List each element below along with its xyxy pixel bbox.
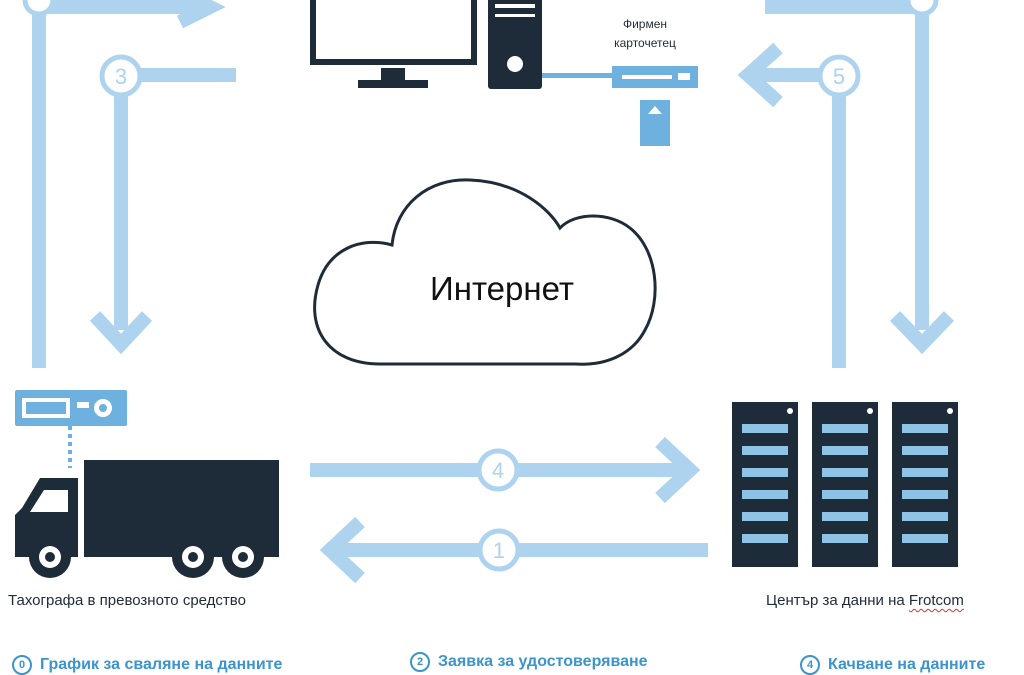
datacenter-servers-icon xyxy=(732,402,958,567)
datacenter-label-brand: Frotcom xyxy=(908,592,964,609)
legend-item-label: График за сваляне на данните xyxy=(40,656,283,673)
pc-tower-icon xyxy=(488,0,542,89)
legend-item-download-schedule: 0 График за сваляне на данните xyxy=(12,655,282,675)
legend-item-authentication-request: 2 Заявка за удостоверяване xyxy=(410,652,648,672)
arrow-1-to-truck: 1 xyxy=(319,516,708,584)
card-reader-label-line-1: Фирмен xyxy=(622,17,668,31)
step-number-3: 3 xyxy=(115,64,127,89)
server-rack-icon xyxy=(892,402,958,567)
card-reader-label: Фирмен карточетец xyxy=(585,15,705,53)
internet-label: Интернет xyxy=(430,270,574,307)
arrow-left-outer xyxy=(22,0,226,368)
arrow-4-to-datacenter: 4 xyxy=(310,436,701,504)
arrow-5-to-card-reader: 5 xyxy=(737,42,861,368)
arrow-right-outer xyxy=(765,0,955,355)
step-number-5: 5 xyxy=(833,64,845,89)
truck-label: Тахографа в превозното средство xyxy=(8,592,246,609)
legend-item-label: Заявка за удостоверяване xyxy=(438,653,648,670)
legend-item-label: Качване на данните xyxy=(828,656,986,673)
legend-number-badge: 0 xyxy=(12,655,32,675)
datacenter-label-prefix: Център за данни на xyxy=(766,592,909,609)
arrow-3-down-to-truck: 3 xyxy=(89,54,236,355)
legend-item-data-upload: 4 Качване на данните xyxy=(800,655,985,675)
tachograph-device-icon xyxy=(15,390,127,468)
internet-cloud-icon xyxy=(313,178,657,366)
card-reader-icon xyxy=(542,66,698,146)
server-rack-icon xyxy=(732,402,798,567)
step-number-1: 1 xyxy=(493,538,505,563)
legend-number-badge: 2 xyxy=(410,652,430,672)
monitor-icon xyxy=(310,0,477,88)
truck-icon xyxy=(15,460,279,578)
card-reader-label-line-2: карточетец xyxy=(614,36,676,50)
legend-number-badge: 4 xyxy=(800,655,820,675)
datacenter-label: Център за данни на Frotcom xyxy=(766,592,964,609)
step-number-4: 4 xyxy=(492,458,504,483)
server-rack-icon xyxy=(812,402,878,567)
